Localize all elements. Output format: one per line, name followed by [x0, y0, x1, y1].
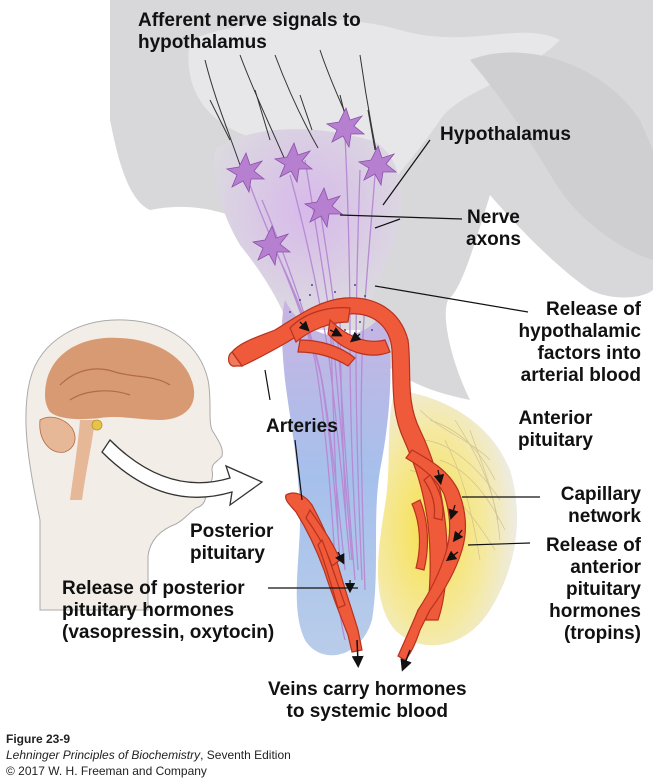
leader-release-anterior: [467, 542, 531, 546]
neuron: [273, 141, 314, 184]
label-posterior-pituitary: Posterior pituitary: [190, 521, 274, 564]
cerebellum: [39, 416, 76, 453]
book-reference: Lehninger Principles of Biochemistry, Se…: [6, 748, 291, 762]
small-brain: [45, 337, 195, 420]
brain-highlight: [188, 19, 560, 201]
label-veins: Veins carry hormones to systemic blood: [268, 679, 467, 722]
brain-fold: [470, 52, 653, 260]
leader-nerve-axons: [339, 214, 463, 220]
label-anterior-pituitary: Anterior pituitary: [518, 408, 593, 451]
label-afferent-line: Afferent nerve signals to: [138, 10, 361, 31]
neuron: [325, 106, 366, 149]
leader-arteries-2: [294, 439, 303, 501]
portal-vessels: [227, 297, 448, 621]
brainstem: [70, 420, 95, 500]
leader-hypothalamus: [382, 139, 431, 206]
neuron: [357, 144, 398, 187]
anterior-vessels: [397, 449, 467, 661]
neurons: [225, 106, 398, 267]
leader-arteries-1: [264, 369, 271, 401]
neuron: [225, 151, 266, 194]
vein-outflow-arrows: [351, 639, 412, 672]
neuron: [251, 224, 292, 267]
label-release-hypothalamic: Release of hypothalamic factors into art…: [518, 299, 641, 386]
label-afferent-line: hypothalamus: [138, 32, 267, 53]
label-capillary-network: Capillary network: [560, 484, 641, 527]
afferent-fibers: [204, 49, 379, 166]
figure-number: Figure 23-9: [6, 732, 71, 746]
label-hypothalamus: Hypothalamus: [440, 124, 571, 145]
label-nerve-axons: Nerve axons: [466, 207, 521, 250]
figure-caption: Figure 23-9 Lehninger Principles of Bioc…: [6, 731, 291, 779]
neuron: [303, 186, 344, 229]
label-arteries: Arteries: [266, 416, 338, 437]
flow-arrows: [298, 320, 464, 594]
label-release-anterior: Release of anterior pituitary hormones (…: [545, 535, 641, 644]
posterior-vessels: [285, 492, 363, 653]
label-release-posterior: Release of posterior pituitary hormones …: [62, 578, 275, 643]
label-afferent: Afferent nerve signals to hypothalamus: [138, 10, 361, 54]
copyright-line: © 2017 W. H. Freeman and Company: [6, 764, 207, 778]
leader-release-hypothalamic: [374, 285, 529, 313]
pointer-arrow: [101, 438, 264, 507]
leader-lines: [264, 139, 540, 589]
small-pituitary-dot: [91, 419, 103, 431]
